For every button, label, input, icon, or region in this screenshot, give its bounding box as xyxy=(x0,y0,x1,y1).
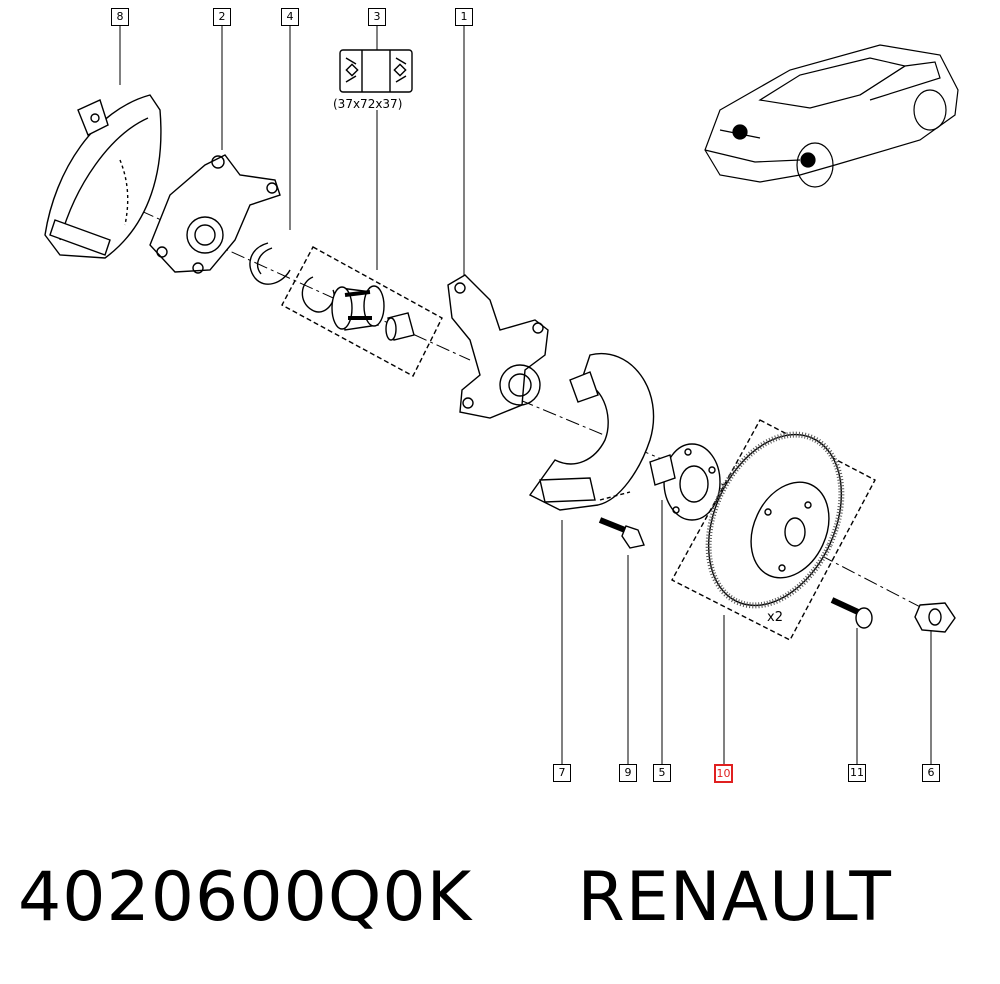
bearing-kit xyxy=(281,246,443,377)
callout-9: 9 xyxy=(619,764,637,782)
hub-nut xyxy=(914,602,956,633)
callout-4: 4 xyxy=(281,8,299,26)
disc-quantity: x2 xyxy=(767,610,783,625)
callout-5: 5 xyxy=(653,764,671,782)
callout-11: 11 xyxy=(848,764,866,782)
callout-2: 2 xyxy=(213,8,231,26)
circlip xyxy=(249,242,291,285)
bolt-small xyxy=(598,517,645,549)
wheel-bolt xyxy=(830,597,873,629)
bearing-dimensions: (37x72x37) xyxy=(333,97,403,111)
part-caption: 4020600Q0K RENAULT xyxy=(18,858,892,948)
wheel-hub xyxy=(649,443,721,521)
steering-knuckle-left xyxy=(149,154,281,274)
callout-1: 1 xyxy=(455,8,473,26)
callout-6: 6 xyxy=(922,764,940,782)
brand-name: RENAULT xyxy=(577,858,892,937)
car-locator-icon xyxy=(704,44,959,188)
leader-lines xyxy=(119,25,932,765)
exploded-diagram xyxy=(44,25,959,765)
callout-3: 3 xyxy=(368,8,386,26)
part-number: 4020600Q0K xyxy=(18,858,473,937)
steering-knuckle-main xyxy=(447,274,549,419)
callout-7: 7 xyxy=(553,764,571,782)
callout-8: 8 xyxy=(111,8,129,26)
brake-disc xyxy=(671,419,876,641)
bearing-symbol-icon xyxy=(339,49,413,93)
callout-10: 10 xyxy=(714,764,733,783)
splash-shield-rear xyxy=(44,94,162,259)
splash-shield-front xyxy=(528,352,655,511)
